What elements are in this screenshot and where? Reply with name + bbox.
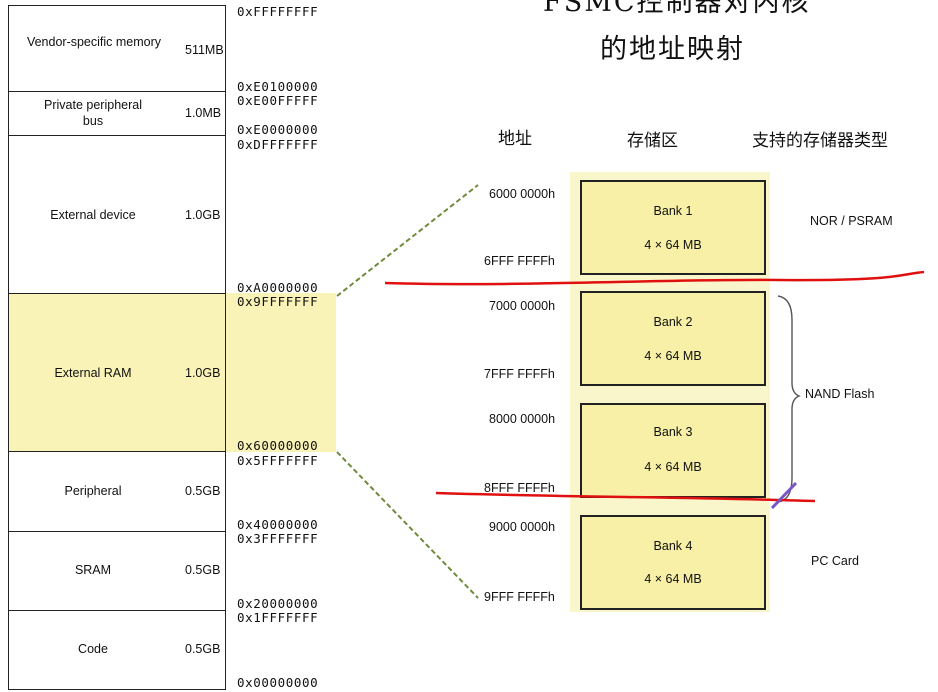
bank-1: Bank 1 4 × 64 MB bbox=[580, 180, 766, 275]
address-label: 0xE0100000 bbox=[237, 79, 319, 94]
bank-name: Bank 2 bbox=[653, 315, 693, 329]
bank-size: 4 × 64 MB bbox=[644, 238, 702, 252]
header-memory-types: 支持的存储器类型 bbox=[752, 131, 888, 151]
region-name: Private peripheral bus bbox=[44, 98, 142, 128]
address-label: 0x60000000 bbox=[237, 438, 319, 453]
bank-end-address: 6FFF FFFFh bbox=[484, 254, 555, 268]
diagram-title-line2: 的地址映射 bbox=[600, 34, 745, 65]
region-name: Code bbox=[78, 642, 108, 656]
bank-end-address: 7FFF FFFFh bbox=[484, 367, 555, 381]
region-external-ram: External RAM 1.0GB bbox=[8, 293, 226, 452]
address-label: 0xE00FFFFF bbox=[237, 93, 319, 108]
address-label: 0x9FFFFFFF bbox=[237, 294, 319, 309]
address-label: 0x3FFFFFFF bbox=[237, 531, 319, 546]
bank-4: Bank 4 4 × 64 MB bbox=[580, 515, 766, 610]
memory-type-pc-card: PC Card bbox=[811, 554, 859, 568]
diagram-title-line1: FSMC控制器对内核 bbox=[543, 0, 811, 18]
bank-size: 4 × 64 MB bbox=[644, 349, 702, 363]
region-size: 511MB bbox=[185, 43, 224, 57]
region-name: External device bbox=[50, 208, 136, 222]
bank-name: Bank 3 bbox=[653, 425, 693, 439]
header-address: 地址 bbox=[498, 129, 532, 149]
address-label: 0xE0000000 bbox=[237, 122, 319, 137]
memory-type-nor-psram: NOR / PSRAM bbox=[810, 214, 893, 228]
address-label: 0x00000000 bbox=[237, 675, 319, 690]
bank-start-address: 7000 0000h bbox=[489, 299, 556, 313]
bank-end-address: 8FFF FFFFh bbox=[484, 481, 555, 495]
header-region: 存储区 bbox=[627, 131, 678, 151]
region-name: External RAM bbox=[54, 366, 132, 380]
region-external-device: External device 1.0GB bbox=[8, 135, 226, 294]
bank-size: 4 × 64 MB bbox=[644, 572, 702, 586]
region-size: 0.5GB bbox=[185, 642, 221, 656]
bank-start-address: 9000 0000h bbox=[489, 520, 556, 534]
address-label: 0xA0000000 bbox=[237, 280, 319, 295]
bank-start-address: 8000 0000h bbox=[489, 412, 556, 426]
region-size: 1.0MB bbox=[185, 106, 222, 120]
region-name: SRAM bbox=[74, 563, 112, 577]
region-name: Peripheral bbox=[64, 484, 122, 498]
region-size: 1.0GB bbox=[185, 208, 221, 222]
nand-flash-brace bbox=[777, 295, 801, 503]
red-annotation-line-2 bbox=[435, 491, 816, 503]
bank-size: 4 × 64 MB bbox=[644, 460, 702, 474]
bank-name: Bank 4 bbox=[653, 539, 693, 553]
address-label: 0x1FFFFFFF bbox=[237, 610, 319, 625]
bank-2: Bank 2 4 × 64 MB bbox=[580, 291, 766, 386]
bank-start-address: 6000 0000h bbox=[489, 187, 556, 201]
region-name: Vendor-specific memory bbox=[26, 35, 162, 49]
bank-end-address: 9FFF FFFFh bbox=[484, 590, 555, 604]
bank-name: Bank 1 bbox=[653, 204, 693, 218]
external-ram-highlight-strip bbox=[226, 293, 336, 452]
connector-line-top bbox=[336, 184, 479, 297]
red-annotation-line-1 bbox=[384, 270, 925, 286]
memory-type-nand-flash: NAND Flash bbox=[805, 387, 875, 401]
address-label: 0xDFFFFFFF bbox=[237, 137, 319, 152]
address-label: 0x40000000 bbox=[237, 517, 319, 532]
address-label: 0x5FFFFFFF bbox=[237, 453, 319, 468]
address-label: 0x20000000 bbox=[237, 596, 319, 611]
region-size: 1.0GB bbox=[185, 366, 221, 380]
pen-mark bbox=[770, 481, 798, 510]
region-size: 0.5GB bbox=[185, 563, 221, 577]
address-label: 0xFFFFFFFF bbox=[237, 4, 319, 19]
region-size: 0.5GB bbox=[185, 484, 221, 498]
region-code: Code 0.5GB bbox=[8, 610, 226, 690]
connector-line-bottom bbox=[336, 451, 479, 599]
